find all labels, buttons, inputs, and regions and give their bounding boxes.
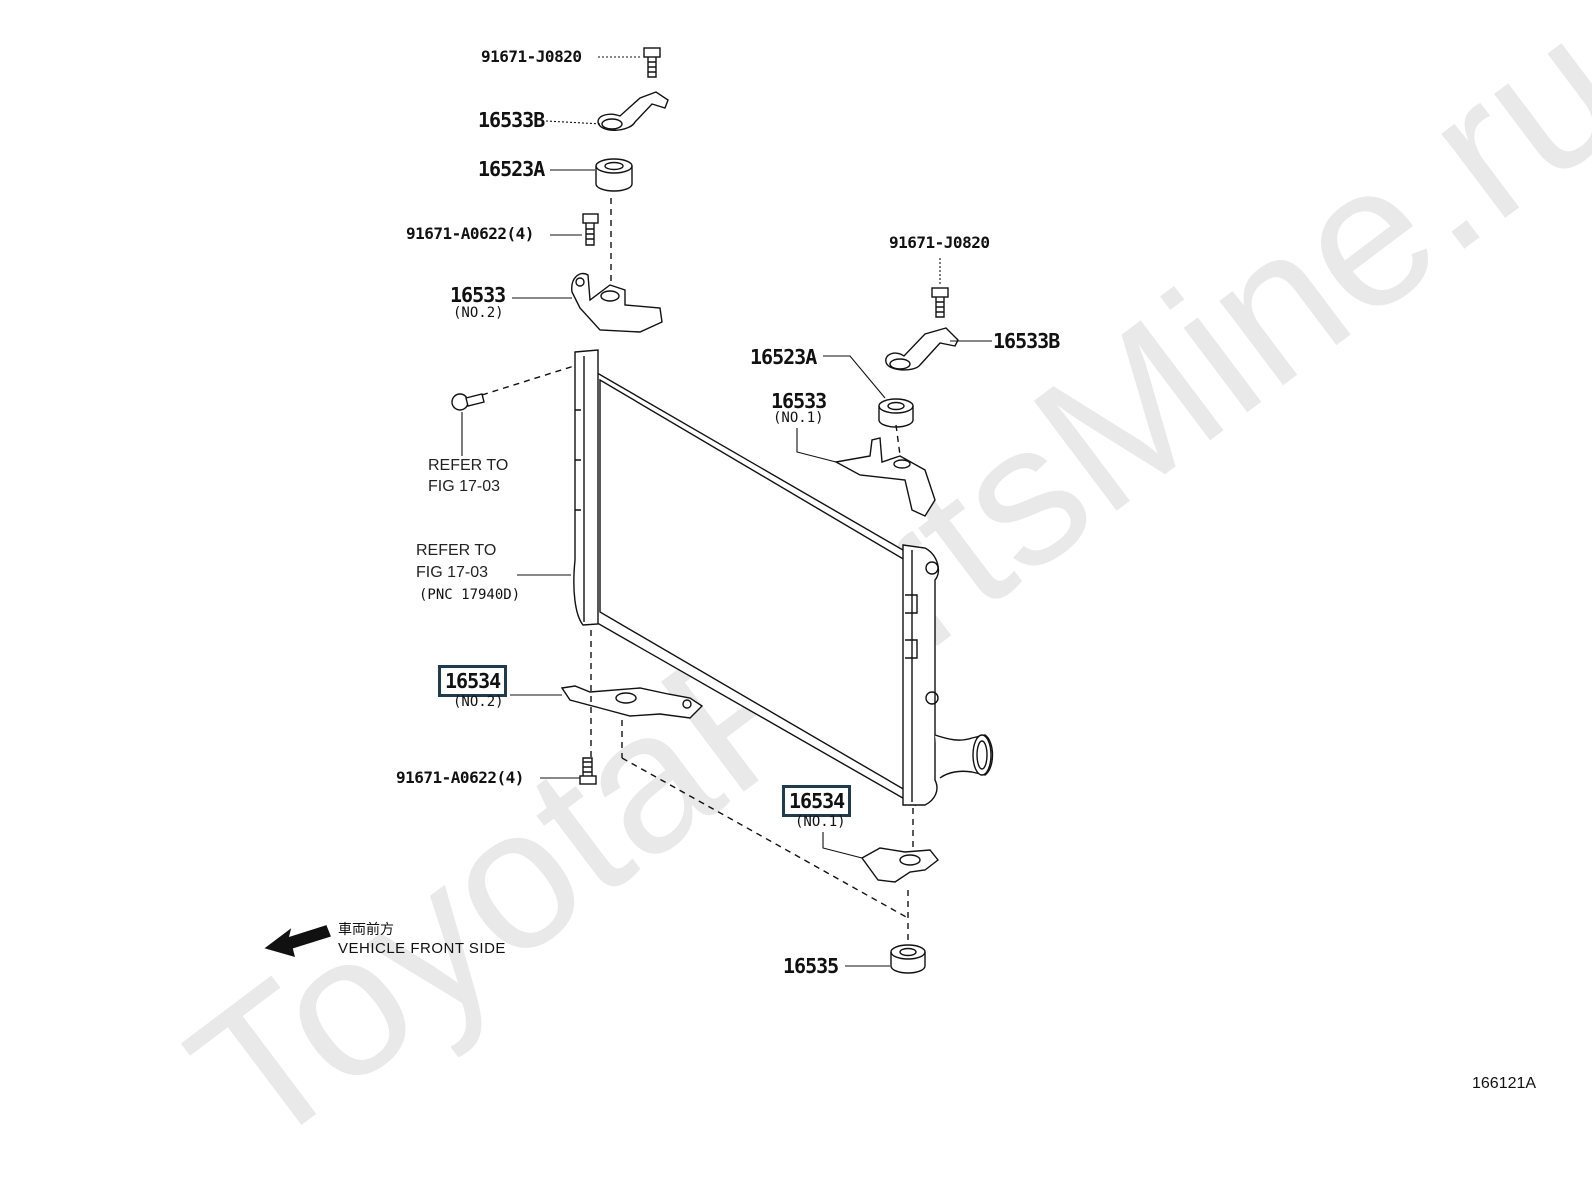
cushion-16523a-top bbox=[595, 158, 633, 192]
radiator-exploded-view bbox=[264, 47, 994, 974]
bolt-a0622-top bbox=[582, 213, 599, 246]
support-16534-no1 bbox=[860, 847, 939, 883]
vehicle-front-arrow bbox=[264, 925, 331, 958]
label-refer-upper-2: FIG 17-03 bbox=[428, 478, 501, 495]
label-support-16533-no2: 16533 bbox=[450, 283, 506, 307]
support-16534-no2 bbox=[560, 685, 704, 719]
alignment-lines bbox=[481, 198, 914, 942]
label-support-16533-no2-sub: (NO.2) bbox=[453, 305, 504, 321]
label-bolt-a0622-top: 91671-A0622(4) bbox=[406, 224, 534, 243]
bolt-j0820-top bbox=[643, 47, 661, 78]
radiator-core bbox=[573, 349, 994, 807]
label-support-16533-no1: 16533 bbox=[771, 389, 827, 413]
figure-id: 166121A bbox=[1472, 1075, 1537, 1092]
bolt-a0622-bottom bbox=[579, 757, 597, 785]
label-support-16534-no1: 16534 bbox=[782, 785, 852, 817]
label-bolt-j0820-right: 91671-J0820 bbox=[889, 233, 990, 252]
bracket-16533b-top bbox=[597, 91, 669, 131]
label-direction-en: VEHICLE FRONT SIDE bbox=[338, 940, 506, 957]
label-cushion-16523a-right: 16523A bbox=[750, 345, 817, 369]
label-direction-jp: 車両前方 bbox=[338, 922, 394, 938]
label-bracket-16533b-right: 16533B bbox=[993, 329, 1060, 353]
bolt-j0820-right bbox=[931, 287, 949, 318]
support-16533-no2 bbox=[571, 272, 663, 333]
label-refer-lower-1: REFER TO bbox=[416, 542, 497, 559]
leader-lines bbox=[461, 56, 992, 967]
cushion-16523a-right bbox=[878, 398, 914, 428]
support-16533-no1 bbox=[833, 437, 936, 517]
label-refer-lower-3: (PNC 17940D) bbox=[419, 587, 521, 603]
diagram-stage: ToyotaPartsMine.ru bbox=[152, 0, 1592, 1190]
label-support-16534-no2-sub: (NO.2) bbox=[453, 694, 504, 710]
label-support-16533-no1-sub: (NO.1) bbox=[773, 410, 824, 426]
label-bolt-j0820-top: 91671-J0820 bbox=[481, 47, 582, 66]
label-support-16534-no1-sub: (NO.1) bbox=[795, 814, 846, 830]
label-support-16534-no2: 16534 bbox=[438, 665, 508, 697]
label-cushion-16523a-top: 16523A bbox=[478, 157, 545, 181]
label-cushion-16535: 16535 bbox=[783, 954, 839, 978]
bracket-16533b-right bbox=[885, 327, 959, 371]
cushion-16535 bbox=[890, 944, 926, 974]
label-refer-upper-1: REFER TO bbox=[428, 457, 509, 474]
bolt-refer-left bbox=[451, 393, 485, 411]
label-bolt-a0622-bottom: 91671-A0622(4) bbox=[396, 768, 524, 787]
label-refer-lower-2: FIG 17-03 bbox=[416, 564, 489, 581]
label-bracket-16533b-top: 16533B bbox=[478, 108, 545, 132]
